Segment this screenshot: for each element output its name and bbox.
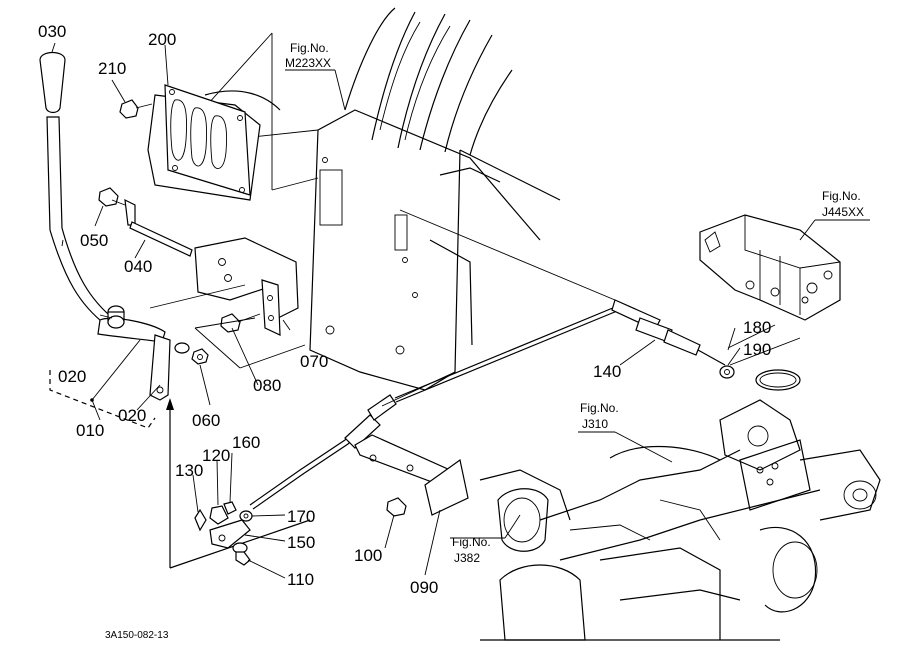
label-050: 050 [80, 231, 108, 250]
side-panel [309, 109, 561, 391]
label-140: 140 [593, 362, 621, 381]
label-060: 060 [192, 411, 220, 430]
part-200-boot-plate [147, 84, 281, 201]
o-ring [755, 369, 801, 391]
label-170: 170 [287, 507, 315, 526]
part-020-lever-arm [149, 334, 190, 401]
figref-j310-code: J310 [582, 417, 608, 431]
drawing-code: 3A150-082-13 [105, 630, 169, 641]
part-210-bolt [119, 99, 153, 119]
label-210: 210 [98, 59, 126, 78]
label-010: 010 [76, 421, 104, 440]
figref-j445-label: Fig.No. [822, 189, 861, 203]
label-130: 130 [175, 461, 203, 480]
part-100-bolt [386, 497, 407, 517]
figref-j382-label: Fig.No. [452, 535, 491, 549]
part-120-clip [209, 505, 229, 525]
label-120: 120 [202, 446, 230, 465]
part-090-bracket [354, 434, 469, 516]
part-160-clip [223, 501, 237, 515]
part-140-cable [249, 299, 735, 510]
part-060-nut [191, 348, 209, 365]
label-030: 030 [38, 22, 66, 41]
label-150: 150 [287, 533, 315, 552]
part-070-bracket [194, 237, 299, 336]
control-valve [699, 214, 841, 321]
label-180: 180 [743, 318, 771, 337]
figref-m223-label: Fig.No. [290, 41, 329, 55]
figref-j310-label: Fig.No. [580, 401, 619, 415]
label-080: 080 [253, 376, 281, 395]
part-040-rod [124, 198, 193, 257]
part-050-bolt [98, 187, 126, 207]
label-190: 190 [743, 340, 771, 359]
figref-m223-code: M223XX [285, 56, 331, 70]
part-110-pin [232, 542, 251, 566]
label-090: 090 [410, 578, 438, 597]
part-130-pin [194, 508, 207, 532]
label-100: 100 [354, 546, 382, 565]
figref-j382-code: J382 [454, 551, 480, 565]
label-200: 200 [148, 30, 176, 49]
label-020-bottom: 020 [118, 406, 146, 425]
figref-j445-code: J445XX [822, 205, 864, 219]
label-040: 040 [124, 257, 152, 276]
label-020-top: 020 [58, 367, 86, 386]
label-070: 070 [300, 352, 328, 371]
part-150-clevis [209, 519, 251, 549]
fender-arc [344, 7, 513, 156]
label-160: 160 [232, 433, 260, 452]
label-110: 110 [287, 570, 314, 589]
transmission-housing [479, 399, 881, 641]
part-020-bush-a [107, 305, 125, 329]
